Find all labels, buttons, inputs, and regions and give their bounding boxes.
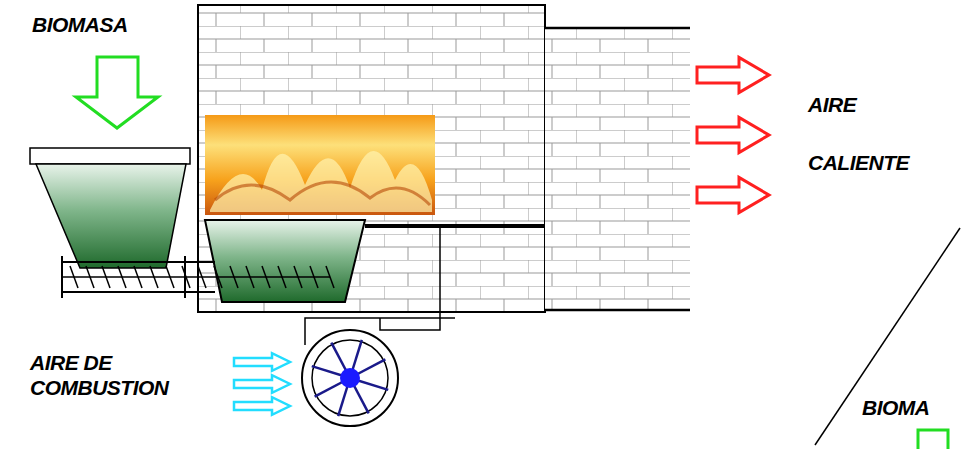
screw-flights (70, 266, 334, 288)
hot-air-arrows (697, 57, 769, 212)
biomass-input-arrow-partial (918, 430, 948, 449)
biomass-input-arrow (76, 57, 158, 128)
output-label: CALIENTE (808, 150, 948, 175)
flame-streak (215, 182, 430, 205)
grate-plate (365, 224, 545, 228)
combustion-air-arrows (234, 353, 290, 415)
hopper-rim (30, 148, 190, 164)
furnace-wall (198, 5, 545, 312)
output-label: AIRE (808, 92, 948, 117)
duct-walls (545, 28, 690, 310)
flame (205, 115, 435, 215)
fan-blades (312, 340, 388, 416)
input-label: AIRE DE COMBUSTION (30, 350, 180, 400)
hot-air-duct (545, 28, 690, 310)
flame-core (210, 151, 432, 212)
input-label: BIOMA (862, 395, 960, 420)
second-view-edge (815, 228, 960, 445)
fan-hub (340, 368, 360, 388)
air-pipe (380, 226, 440, 330)
fan-housing (302, 330, 398, 426)
burner-trough (205, 220, 365, 302)
fan-wheel (312, 340, 388, 416)
screw-shaft (62, 276, 330, 278)
hopper (36, 164, 186, 268)
input-label: BIOMASA (32, 12, 202, 37)
